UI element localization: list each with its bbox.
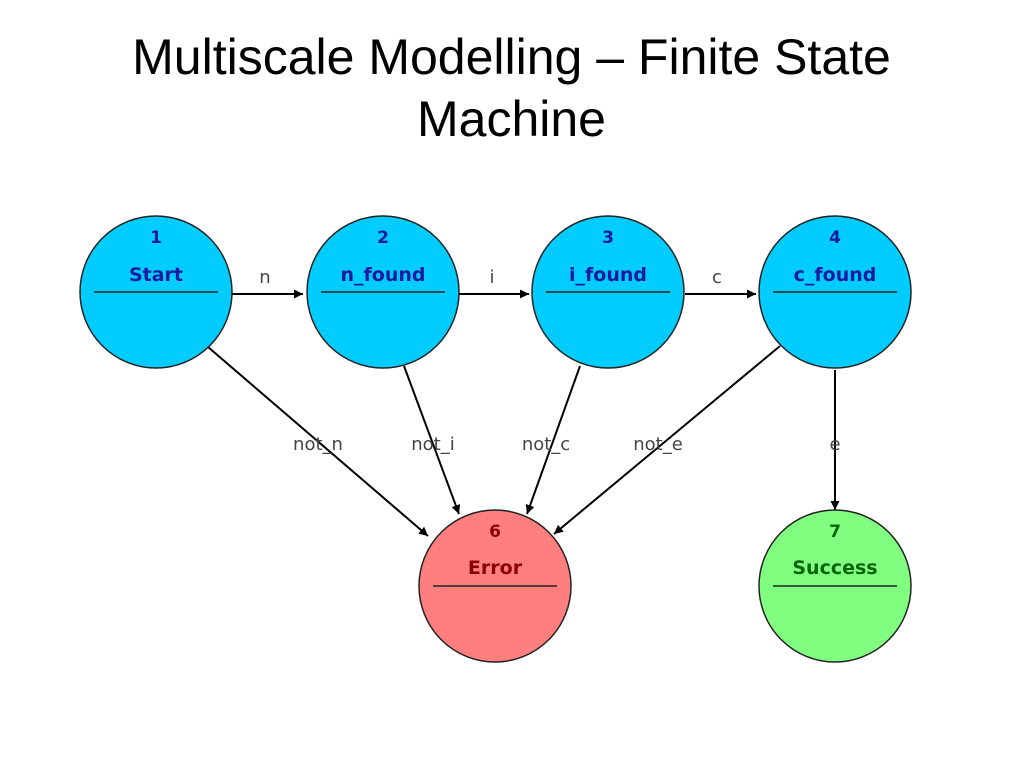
edge-label-not-c: not_c	[522, 434, 570, 455]
state-success-name: Success	[792, 557, 877, 579]
state-n-found-name: n_found	[341, 264, 426, 286]
edge-3-to-6	[525, 365, 581, 515]
state-error[interactable]: 6 Error	[418, 509, 572, 663]
state-success[interactable]: 7 Success	[758, 509, 912, 663]
state-c-found[interactable]: 4 c_found	[758, 215, 912, 369]
state-error-name: Error	[468, 557, 523, 579]
state-start-number: 1	[150, 228, 162, 248]
edge-4-to-6	[553, 345, 781, 535]
state-success-number: 7	[829, 522, 841, 542]
state-start-name: Start	[129, 264, 183, 286]
edge-label-i: i	[489, 267, 494, 288]
state-i-found[interactable]: 3 i_found	[531, 215, 685, 369]
slide-title-line-1: Multiscale Modelling – Finite State	[132, 29, 891, 85]
transition-labels: n i c not_n not_i not_c not_e e	[259, 267, 840, 455]
state-c-found-number: 4	[829, 228, 841, 248]
edge-label-not-e: not_e	[633, 434, 683, 455]
edge-1-to-6	[207, 346, 429, 537]
edge-label-not-i: not_i	[411, 434, 454, 455]
state-error-number: 6	[489, 522, 501, 542]
state-n-found-number: 2	[377, 228, 389, 248]
edge-label-c: c	[712, 267, 722, 288]
state-i-found-name: i_found	[569, 264, 647, 286]
slide-title: Multiscale Modelling – Finite State Mach…	[40, 26, 983, 150]
edge-label-e: e	[829, 434, 840, 455]
edge-2-to-6	[403, 365, 461, 515]
state-n-found[interactable]: 2 n_found	[306, 215, 460, 369]
transitions	[207, 289, 840, 537]
edge-label-not-n: not_n	[293, 434, 343, 455]
slide-title-line-2: Machine	[417, 91, 606, 147]
state-i-found-number: 3	[602, 228, 614, 248]
state-c-found-name: c_found	[794, 264, 877, 286]
edge-label-n: n	[259, 267, 270, 288]
state-start[interactable]: 1 Start	[79, 215, 233, 369]
